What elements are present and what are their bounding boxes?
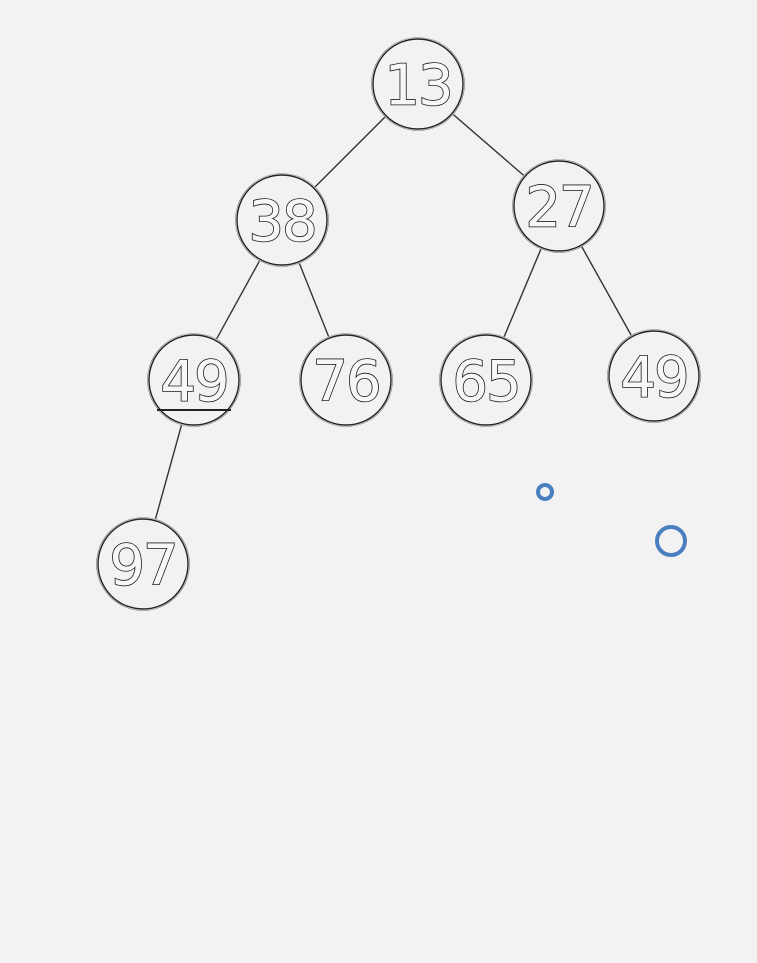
node-ring-outer (439, 333, 533, 427)
tree-node-n1: 13 (371, 37, 465, 131)
node-ring (148, 334, 240, 426)
tree-node-n6: 65 (439, 333, 533, 427)
node-ring (608, 330, 700, 422)
node-ring (236, 174, 328, 266)
node-ring (513, 160, 605, 252)
tree-node-n7: 49 (607, 329, 701, 423)
edges-layer (154, 114, 632, 519)
node-value: 65 (452, 350, 519, 415)
node-ring (300, 334, 392, 426)
tree-node-n4: 49 (147, 333, 241, 427)
tree-node-n2: 38 (235, 173, 329, 267)
node-ring-outer (235, 173, 329, 267)
node-value: 76 (312, 350, 379, 415)
tree-node-n3: 27 (512, 159, 606, 253)
node-ring (97, 518, 189, 610)
tree-edge-n4-n8 (154, 425, 183, 519)
node-ring-outer (299, 333, 393, 427)
node-ring-outer (607, 329, 701, 423)
node-value: 97 (109, 534, 176, 599)
node-ring-outer (371, 37, 465, 131)
tree-node-n5: 76 (299, 333, 393, 427)
node-ring-outer (96, 517, 190, 611)
tree-edge-n3-n6 (503, 249, 542, 337)
node-value: 38 (248, 190, 315, 255)
node-ring (440, 334, 532, 426)
tree-edge-n2-n4 (216, 260, 260, 340)
nodes-layer: 13 38 27 49 76 65 49 97 (96, 37, 701, 611)
node-value: 49 (620, 346, 687, 411)
tree-edge-n1-n3 (453, 114, 524, 176)
tree-edge-n2-n5 (298, 263, 330, 337)
node-ring-outer (147, 333, 241, 427)
tree-node-n8: 97 (96, 517, 190, 611)
node-value: 13 (384, 54, 451, 119)
node-value: 27 (525, 176, 592, 241)
large-blue-circle (655, 525, 687, 557)
small-blue-circle (536, 483, 554, 501)
node-ring (372, 38, 464, 130)
tree-edge-n1-n2 (314, 116, 386, 188)
tree-edge-n3-n7 (581, 246, 632, 336)
node-ring-outer (512, 159, 606, 253)
node-value: 49 (160, 350, 227, 415)
